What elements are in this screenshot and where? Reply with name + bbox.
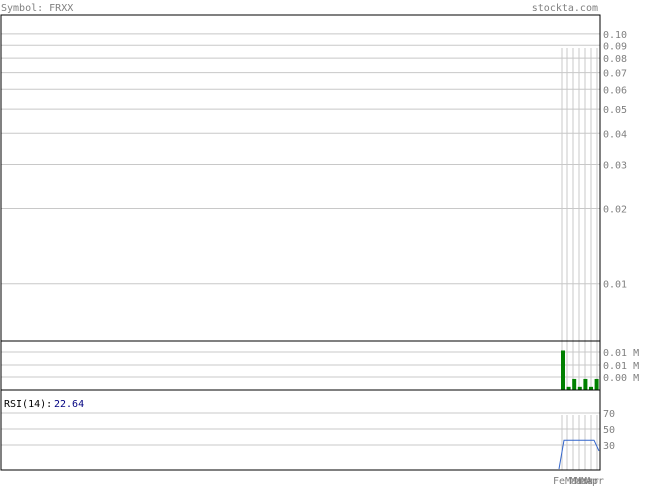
price-tick-label: 0.01 xyxy=(603,280,627,291)
price-tick-label: 0.07 xyxy=(603,69,627,80)
rsi-panel: RSI(14): 22.64 70 50 30 xyxy=(0,389,615,471)
price-tick-label: 0.08 xyxy=(603,54,627,65)
rsi-label: RSI(14): xyxy=(4,399,52,410)
volume-bar xyxy=(583,378,588,390)
volume-bar xyxy=(561,350,565,390)
x-tick-label: Mar xyxy=(570,476,588,486)
volume-bar xyxy=(572,378,577,390)
volume-tick-label: 0.01 M xyxy=(603,348,639,359)
volume-bar xyxy=(577,386,582,390)
price-tick-label: 0.03 xyxy=(603,161,627,172)
volume-tick-label: 0.00 M xyxy=(603,373,639,384)
site-label: stockta.com xyxy=(532,3,598,14)
x-tick-label: Apr xyxy=(586,476,604,486)
volume-panel: 0.01 M0.01 M0.00 M xyxy=(0,340,639,391)
price-panel: 0.100.09 0.08 0.07 0.06 0.05 0.04 0.03 0.02 0.01 xyxy=(0,14,627,342)
x-tick-label: Mar xyxy=(565,476,583,486)
volume-bar xyxy=(566,386,571,390)
price-panel-frame xyxy=(0,14,601,342)
rsi-current-value: 22.64 xyxy=(54,399,84,410)
volume-tick-label: 0.01 M xyxy=(603,361,639,372)
x-tick-label: Mar xyxy=(581,476,599,486)
price-tick-label: 0.09 xyxy=(603,41,627,52)
volume-bar xyxy=(594,378,599,390)
price-tick-label: 0.02 xyxy=(603,205,627,216)
price-tick-label: 0.05 xyxy=(603,105,627,116)
rsi-tick-label: 70 xyxy=(603,409,615,420)
price-tick-label: 0.10 xyxy=(603,30,627,41)
x-tick-label: Mar xyxy=(575,476,593,486)
symbol-label: Symbol: FRXX xyxy=(1,3,73,14)
x-tick-label: Fe xyxy=(553,476,565,486)
rsi-panel-frame xyxy=(0,389,601,471)
volume-bar xyxy=(589,386,593,390)
rsi-line xyxy=(558,439,600,470)
rsi-tick-label: 30 xyxy=(603,441,615,452)
price-tick-label: 0.04 xyxy=(603,129,627,140)
price-tick-label: 0.06 xyxy=(603,85,627,96)
rsi-tick-label: 50 xyxy=(603,425,615,436)
